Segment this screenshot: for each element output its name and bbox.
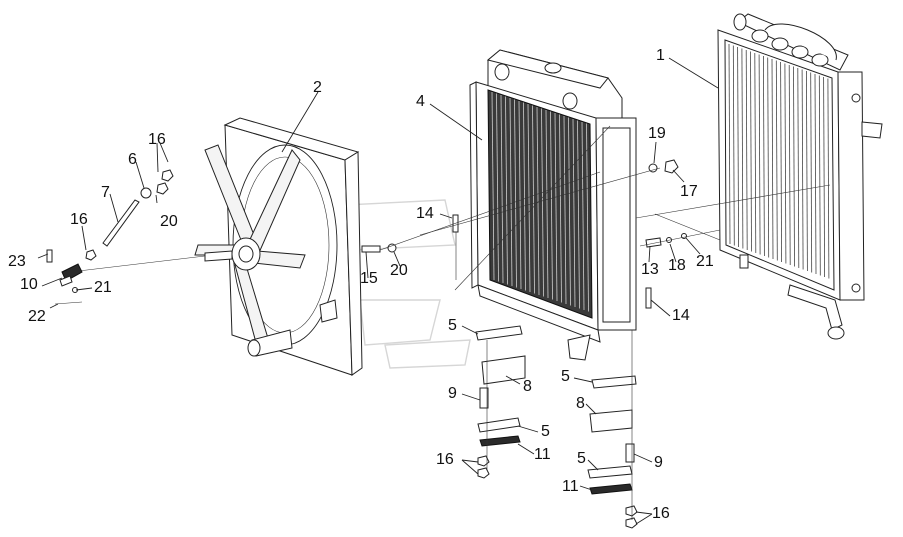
callout-16d: 16 xyxy=(652,505,670,522)
callout-13: 13 xyxy=(641,261,659,278)
callout-11: 11 xyxy=(534,446,551,463)
callout-14b: 14 xyxy=(672,307,690,324)
callout-10: 10 xyxy=(20,276,38,293)
bracket-stack-right xyxy=(587,375,638,529)
callout-21b: 21 xyxy=(696,253,714,270)
callout-23: 23 xyxy=(8,253,26,270)
callout-15: 15 xyxy=(360,270,378,287)
callout-22: 22 xyxy=(28,308,46,325)
callout-9b: 9 xyxy=(654,454,663,471)
callout-5: 5 xyxy=(448,317,457,334)
callout-7: 7 xyxy=(101,184,110,201)
callout-20b: 20 xyxy=(390,262,408,279)
callout-5b: 5 xyxy=(541,423,550,440)
callout-20: 20 xyxy=(160,213,178,230)
callout-9: 9 xyxy=(448,385,457,402)
callout-4: 4 xyxy=(416,93,425,110)
callout-16: 16 xyxy=(148,131,166,148)
callout-1: 1 xyxy=(656,47,665,64)
callout-5d: 5 xyxy=(577,450,586,467)
fan-shroud-assembly xyxy=(69,117,363,376)
callout-6: 6 xyxy=(128,151,137,168)
assembly-lines xyxy=(379,125,831,520)
callout-16b: 16 xyxy=(70,211,88,228)
callout-2: 2 xyxy=(313,79,322,96)
callout-18: 18 xyxy=(668,257,686,274)
callout-19: 19 xyxy=(648,125,666,142)
bracket-stack-left xyxy=(475,325,526,479)
callout-11b: 11 xyxy=(562,478,579,495)
radiator-core xyxy=(469,49,637,361)
leader-lines xyxy=(37,57,719,525)
center-fasteners xyxy=(361,159,687,309)
callout-14: 14 xyxy=(416,205,434,222)
callout-8b: 8 xyxy=(576,395,585,412)
charge-air-cooler xyxy=(717,13,883,340)
callout-17: 17 xyxy=(680,183,698,200)
left-fasteners xyxy=(46,169,174,305)
callout-16c: 16 xyxy=(436,451,454,468)
callout-5c: 5 xyxy=(561,368,570,385)
callout-8: 8 xyxy=(523,378,532,395)
callout-21: 21 xyxy=(94,279,112,296)
